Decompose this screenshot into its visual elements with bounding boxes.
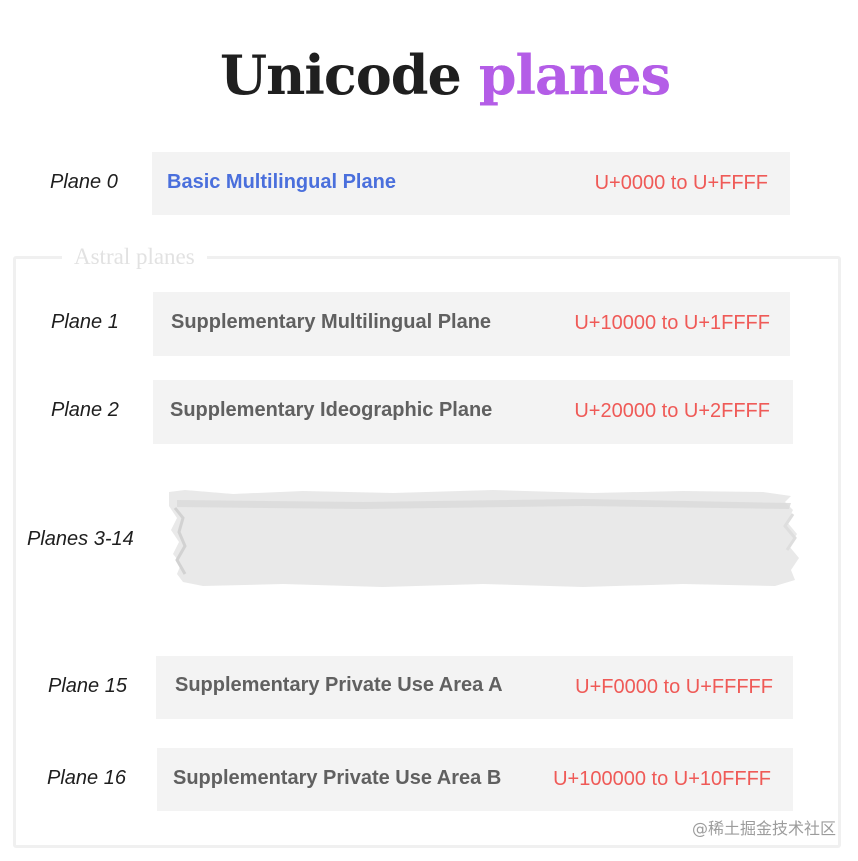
title-word-planes: planes: [478, 43, 671, 107]
plane-2-range: U+20000 to U+2FFFF: [574, 400, 770, 422]
plane-0-name: Basic Multilingual Plane: [167, 171, 396, 193]
plane-15-name: Supplementary Private Use Area A: [175, 674, 503, 696]
planes-3-14-label: Planes 3-14: [27, 528, 134, 550]
plane-16-bar: Supplementary Private Use Area B U+10000…: [157, 748, 793, 811]
plane-0-label: Plane 0: [50, 171, 118, 193]
plane-15-label: Plane 15: [48, 675, 127, 697]
astral-planes-frame: [13, 256, 841, 848]
plane-0-bar: Basic Multilingual Plane U+0000 to U+FFF…: [152, 152, 790, 215]
plane-1-label: Plane 1: [51, 311, 119, 333]
page-title: Unicode planes: [0, 40, 858, 110]
astral-planes-label: Astral planes: [62, 242, 207, 272]
watermark: @稀土掘金技术社区: [691, 819, 836, 838]
planes-3-14-brush-stroke: [169, 490, 799, 587]
plane-15-bar: Supplementary Private Use Area A U+F0000…: [156, 656, 793, 719]
plane-2-bar: Supplementary Ideographic Plane U+20000 …: [153, 380, 793, 444]
plane-0-range: U+0000 to U+FFFF: [594, 172, 768, 194]
plane-1-name: Supplementary Multilingual Plane: [171, 311, 492, 333]
plane-1-range: U+10000 to U+1FFFF: [574, 312, 770, 334]
plane-16-name: Supplementary Private Use Area B: [173, 767, 502, 789]
plane-1-bar: Supplementary Multilingual Plane U+10000…: [153, 292, 790, 356]
plane-2-label: Plane 2: [51, 399, 119, 421]
title-word-unicode: Unicode: [220, 43, 462, 107]
plane-16-label: Plane 16: [47, 767, 126, 789]
plane-16-range: U+100000 to U+10FFFF: [553, 768, 771, 790]
plane-2-name: Supplementary Ideographic Plane: [170, 399, 493, 421]
plane-15-range: U+F0000 to U+FFFFF: [575, 676, 773, 698]
